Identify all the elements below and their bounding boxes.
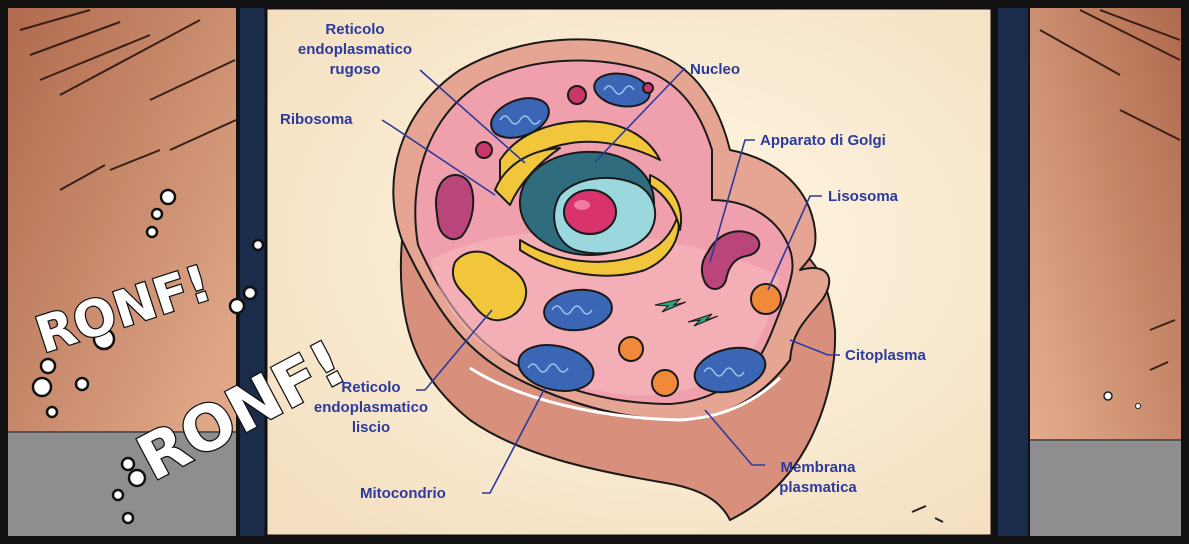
label-rel-1: Reticolo: [341, 379, 400, 396]
label-mitocondrio: Mitocondrio: [360, 485, 446, 502]
gutter-left: [240, 8, 266, 536]
label-ribosoma: Ribosoma: [280, 111, 353, 128]
label-membrana-1: Membrana: [780, 459, 856, 476]
label-rel-3: liscio: [352, 419, 390, 436]
label-rer-3: rugoso: [330, 61, 381, 78]
label-golgi: Apparato di Golgi: [760, 132, 886, 149]
label-membrana-2: plasmatica: [779, 479, 857, 496]
label-nucleo: Nucleo: [690, 61, 740, 78]
label-rer-1: Reticolo: [325, 21, 384, 38]
nucleus: [520, 152, 655, 255]
label-rel-2: endoplasmatico: [314, 399, 428, 416]
right-panel: [1030, 8, 1181, 536]
label-citoplasma: Citoplasma: [845, 347, 927, 364]
label-rer-2: endoplasmatico: [298, 41, 412, 58]
label-lisosoma: Lisosoma: [828, 188, 899, 205]
